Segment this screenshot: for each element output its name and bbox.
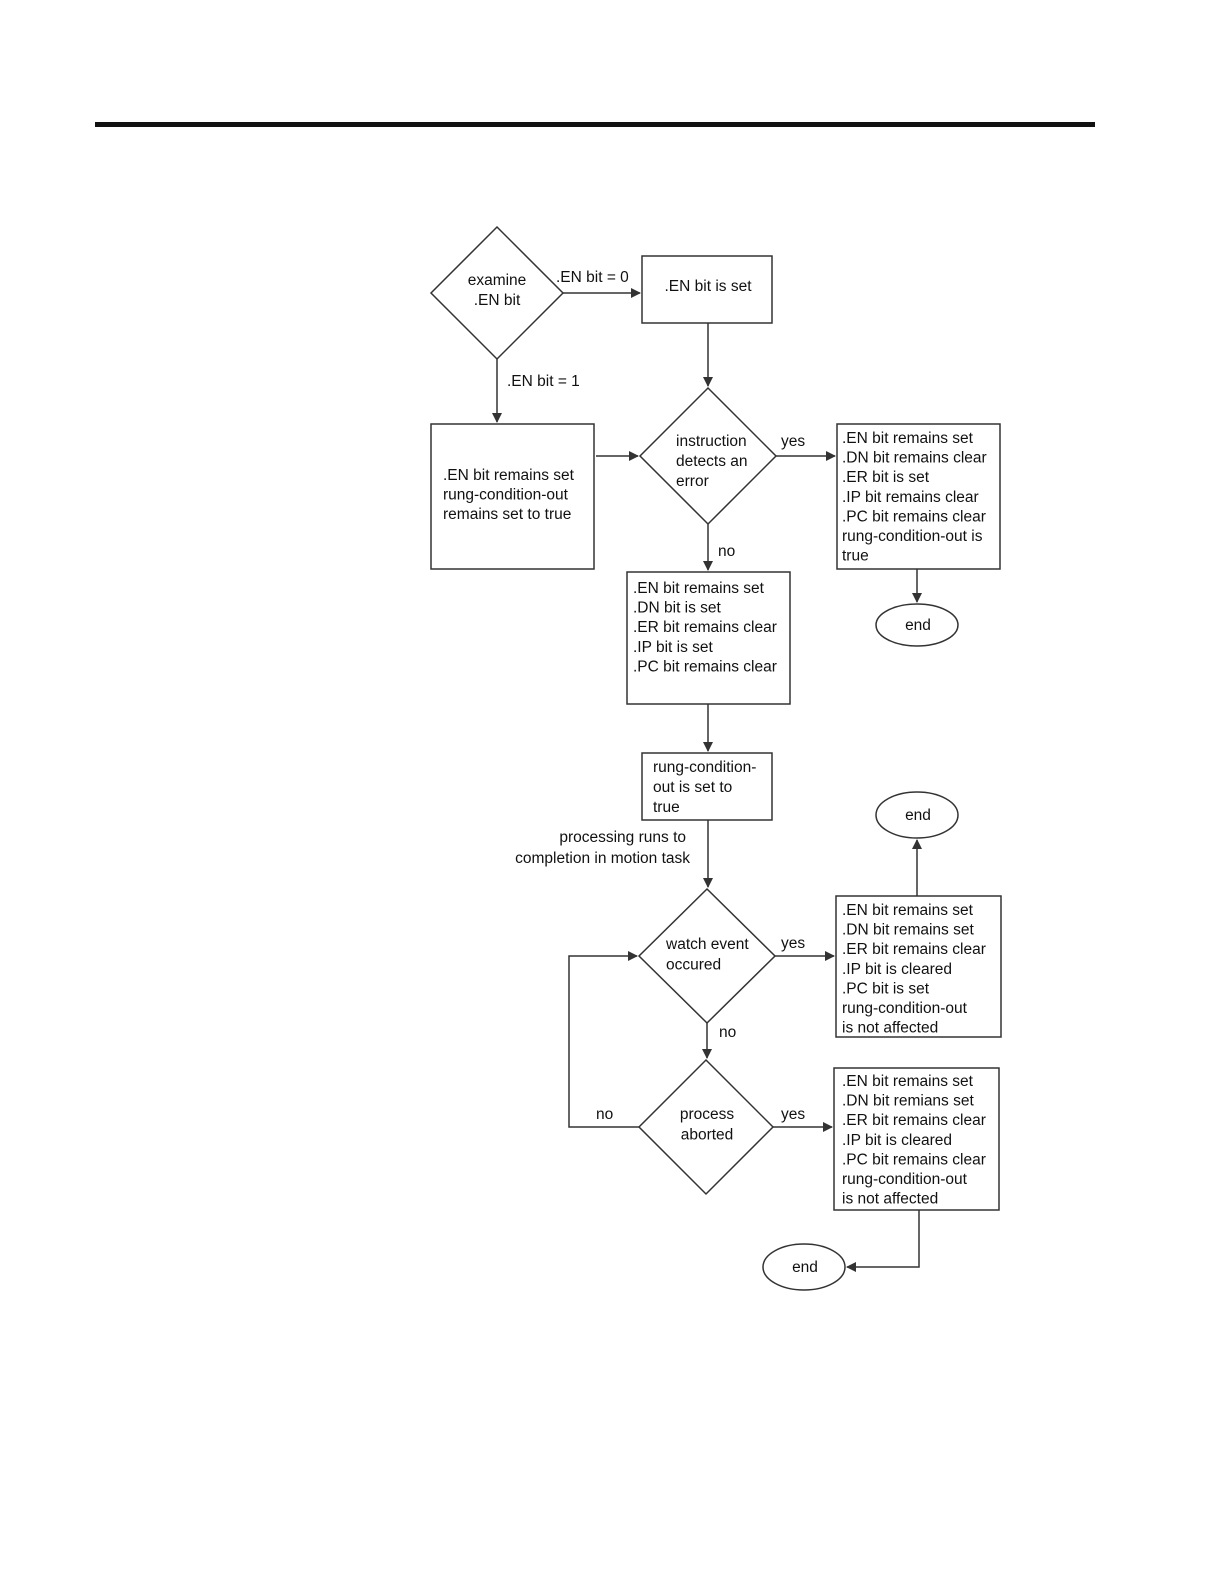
watch-result-box (835, 895, 1002, 1038)
node-text-line: .DN bit remians set (842, 1093, 974, 1110)
node-text-line: detects an (676, 453, 748, 470)
node-text-line: .PC bit remains clear (633, 658, 777, 675)
error-result-box (836, 423, 1001, 570)
abort-result-box (833, 1067, 1000, 1211)
label-abort-no: no (596, 1106, 613, 1123)
examine-en-text: examine .EN bit (468, 272, 527, 309)
no-error-result-box (626, 571, 791, 705)
edge-abort-result-to-end (846, 1210, 920, 1272)
node-text-line: instruction (676, 433, 747, 450)
node-text-line: .ER bit is set (842, 469, 930, 486)
label-en-bit-1: .EN bit = 1 (507, 373, 580, 390)
node-text-line: .IP bit is set (633, 639, 714, 656)
node-text-line: .EN bit remains set (842, 1073, 974, 1090)
node-text-line: .IP bit is cleared (842, 961, 952, 978)
rung-true-text: rung-condition-out is set to true (653, 759, 756, 816)
label-processing-line1: processing runs to (559, 829, 686, 846)
node-text-line: remains set to true (443, 506, 571, 523)
node-text-line: examine (468, 272, 527, 289)
label-error-no: no (718, 543, 735, 560)
abort-result-text: .EN bit remains set .DN bit remians set .E… (842, 1073, 986, 1208)
node-text-line: error (676, 473, 709, 490)
edge-abort-no-loop (568, 951, 639, 1128)
rung-true-box (641, 752, 773, 821)
watch-event-text: watch event occured (665, 936, 749, 974)
header-rule (95, 122, 1095, 127)
label-en-bit-0: .EN bit = 0 (556, 269, 629, 286)
node-text-line: .EN bit remains set (443, 467, 575, 484)
label-processing-line2: completion in motion task (515, 850, 690, 867)
node-text-line: .EN bit remains set (633, 580, 765, 597)
node-text-line: .PC bit remains clear (842, 508, 986, 525)
end-3-text: end (792, 1259, 818, 1276)
no-error-result-text: .EN bit remains set .DN bit is set .ER bit… (633, 580, 777, 675)
node-text-line: is not affected (842, 1191, 938, 1208)
node-text-line: .EN bit remains set (842, 430, 974, 447)
node-text-line: .DN bit is set (633, 600, 722, 617)
node-text-line: rung-condition- (653, 759, 756, 776)
detects-error-text: instruction detects an error (676, 433, 748, 490)
end-2-text: end (905, 807, 931, 824)
node-text-line: .PC bit remains clear (842, 1151, 986, 1168)
node-text-line: watch event (665, 936, 749, 953)
node-text-line: .EN bit (474, 292, 521, 309)
node-text-line: occured (666, 957, 721, 974)
en-remains-set-text: .EN bit remains set rung-condition-out rem… (443, 467, 575, 523)
label-watch-yes: yes (781, 935, 805, 952)
label-watch-no: no (719, 1024, 736, 1041)
node-text-line: end (792, 1259, 818, 1276)
node-text-line: .IP bit is cleared (842, 1132, 952, 1149)
node-text-line: rung-condition-out (443, 487, 569, 504)
node-text-line: .ER bit remains clear (842, 1112, 986, 1129)
node-text-line: process (680, 1106, 735, 1123)
node-text-line: .EN bit is set (665, 278, 753, 295)
node-text-line: .IP bit remains clear (842, 489, 979, 506)
node-text-line: rung-condition-out is (842, 528, 983, 545)
node-text-line: .EN bit remains set (842, 902, 974, 919)
en-remains-set-box (430, 423, 595, 570)
end-ellipse-2 (875, 791, 959, 839)
en-is-set-text: .EN bit is set (665, 278, 753, 295)
node-text-line: out is set to (653, 779, 732, 796)
end-ellipse-1 (875, 603, 959, 647)
node-text-line: .PC bit is set (842, 980, 930, 997)
node-text-line: rung-condition-out (842, 1000, 968, 1017)
end-ellipse-3 (762, 1243, 846, 1291)
node-text-line: .ER bit remains clear (633, 619, 777, 636)
label-abort-yes: yes (781, 1106, 805, 1123)
node-text-line: end (905, 807, 931, 824)
node-text-line: true (653, 799, 680, 816)
node-text-line: aborted (681, 1127, 734, 1144)
process-aborted-decision (637, 1058, 775, 1196)
error-result-text: .EN bit remains set .DN bit remains clear… (842, 430, 987, 565)
node-text-line: .DN bit remains set (842, 922, 974, 939)
node-text-line: is not affected (842, 1020, 938, 1037)
node-text-line: true (842, 548, 869, 565)
label-error-yes: yes (781, 433, 805, 450)
node-text-line: .DN bit remains clear (842, 450, 987, 467)
node-text-line: rung-condition-out (842, 1171, 968, 1188)
node-text-line: .ER bit remains clear (842, 941, 986, 958)
node-text-line: end (905, 617, 931, 634)
end-1-text: end (905, 617, 931, 634)
watch-result-text: .EN bit remains set .DN bit remains set .E… (842, 902, 986, 1037)
en-is-set-box (641, 255, 773, 324)
process-aborted-text: process aborted (680, 1106, 735, 1144)
